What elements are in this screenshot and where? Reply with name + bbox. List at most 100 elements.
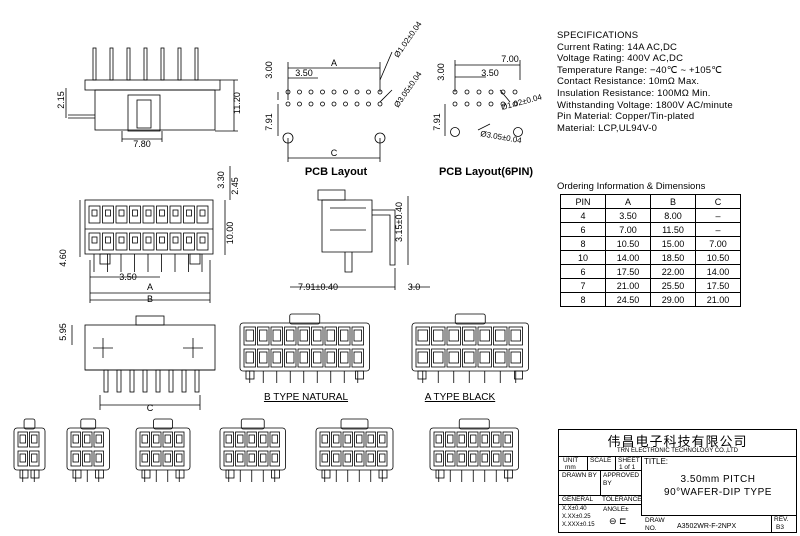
contact xyxy=(367,434,374,444)
cell: 6 xyxy=(560,222,606,237)
cavity xyxy=(319,431,330,448)
contact xyxy=(153,453,160,463)
contact xyxy=(417,351,428,364)
ordering-header-row: PIN A B C xyxy=(560,194,741,209)
cavity xyxy=(93,431,104,448)
peg-hole xyxy=(450,127,460,137)
dim-2-45: 2.45 xyxy=(230,177,240,195)
cavity xyxy=(269,450,280,467)
contact xyxy=(313,329,322,342)
unit-value: mm xyxy=(565,464,576,471)
cavity xyxy=(311,326,324,346)
angle-label: ANGLE± xyxy=(603,506,629,513)
contact xyxy=(145,236,152,244)
cavity xyxy=(82,450,93,467)
cavity xyxy=(270,326,283,346)
cavity xyxy=(70,431,81,448)
hole xyxy=(464,89,470,95)
peg xyxy=(95,469,104,479)
cavity xyxy=(156,232,168,251)
cavity xyxy=(142,232,155,251)
spec-insulation: Insulation Resistance: 100MΩ Min. xyxy=(557,87,711,99)
contact xyxy=(510,329,521,342)
cavity xyxy=(319,450,330,467)
housing xyxy=(13,427,46,471)
housing xyxy=(411,322,529,372)
cavity xyxy=(456,450,467,467)
tolerance-2: X.XX±0.25 xyxy=(562,514,591,520)
drawing-title-line1: 3.50mm PITCH xyxy=(680,474,756,485)
cavity xyxy=(468,431,479,448)
contact xyxy=(313,351,322,364)
spec-temperature: Temperature Range: −40℃ ~ +105℃ xyxy=(557,64,723,76)
cell: 29.00 xyxy=(650,292,696,307)
drawing-title-line2: 90°WAFER-DIP TYPE xyxy=(664,487,772,498)
cavity xyxy=(183,232,195,251)
col-c: C xyxy=(695,194,741,209)
dim-7-91-a: 7.91 xyxy=(264,113,274,131)
contact xyxy=(299,329,308,342)
latch xyxy=(458,418,490,430)
specifications: SPECIFICATIONS Current Rating: 14A AC,DC… xyxy=(557,30,797,134)
cavity xyxy=(479,450,490,467)
rev-value: B3 xyxy=(776,524,784,531)
contact xyxy=(237,453,244,463)
contact xyxy=(225,434,232,444)
hole xyxy=(343,89,348,95)
cavity xyxy=(354,450,365,467)
cavity xyxy=(377,450,388,467)
hole xyxy=(354,101,360,107)
cavity xyxy=(491,450,502,467)
pin xyxy=(143,47,148,81)
pcb-layout-label: PCB Layout xyxy=(305,166,368,178)
cavity xyxy=(269,431,280,448)
title-block: 伟昌电子科技有限公司 TRN ELECTRONIC TECHNOLOGY CO.… xyxy=(558,429,797,533)
cell: 8 xyxy=(560,292,606,307)
dim-4-60: 4.60 xyxy=(58,249,68,267)
peg xyxy=(271,469,280,479)
latch xyxy=(153,418,173,430)
cavity xyxy=(129,205,141,224)
peg xyxy=(514,370,523,380)
dim-3-30: 3.30 xyxy=(216,171,226,189)
cavity xyxy=(139,431,150,448)
contact xyxy=(495,329,506,342)
contact xyxy=(417,329,428,342)
cavity xyxy=(258,450,269,467)
hole xyxy=(512,89,518,95)
pin xyxy=(160,47,165,81)
contact xyxy=(340,329,349,342)
dim-phi-1-02-b: Ø1.02±0.04 xyxy=(500,92,543,112)
dim-c-pcb: C xyxy=(331,148,338,158)
contact xyxy=(271,453,278,463)
contact xyxy=(118,209,125,217)
cavity xyxy=(270,348,283,368)
hole xyxy=(297,89,302,95)
cavity xyxy=(415,348,430,368)
contact xyxy=(447,453,454,463)
peg xyxy=(30,469,40,479)
a-type-label: A TYPE BLACK xyxy=(425,392,496,403)
contact xyxy=(31,453,38,463)
scale-label: SCALE xyxy=(590,457,612,464)
contact xyxy=(333,434,340,444)
contact xyxy=(132,236,138,244)
peg-hole xyxy=(513,127,523,137)
contact xyxy=(132,209,138,217)
cell: 18.50 xyxy=(650,250,696,265)
housing xyxy=(135,427,191,471)
cavity xyxy=(462,348,477,368)
cavity xyxy=(258,431,269,448)
contact xyxy=(199,209,206,217)
cell: 7.00 xyxy=(695,236,741,251)
cavity xyxy=(468,450,479,467)
pin xyxy=(116,369,122,393)
latch xyxy=(340,418,369,430)
contact xyxy=(172,236,179,244)
hole xyxy=(343,101,348,107)
approved-by-label: APPROVED BY xyxy=(603,472,640,487)
latch xyxy=(240,418,265,430)
sheet-value: 1 of 1 xyxy=(619,464,636,471)
contact xyxy=(321,434,328,444)
